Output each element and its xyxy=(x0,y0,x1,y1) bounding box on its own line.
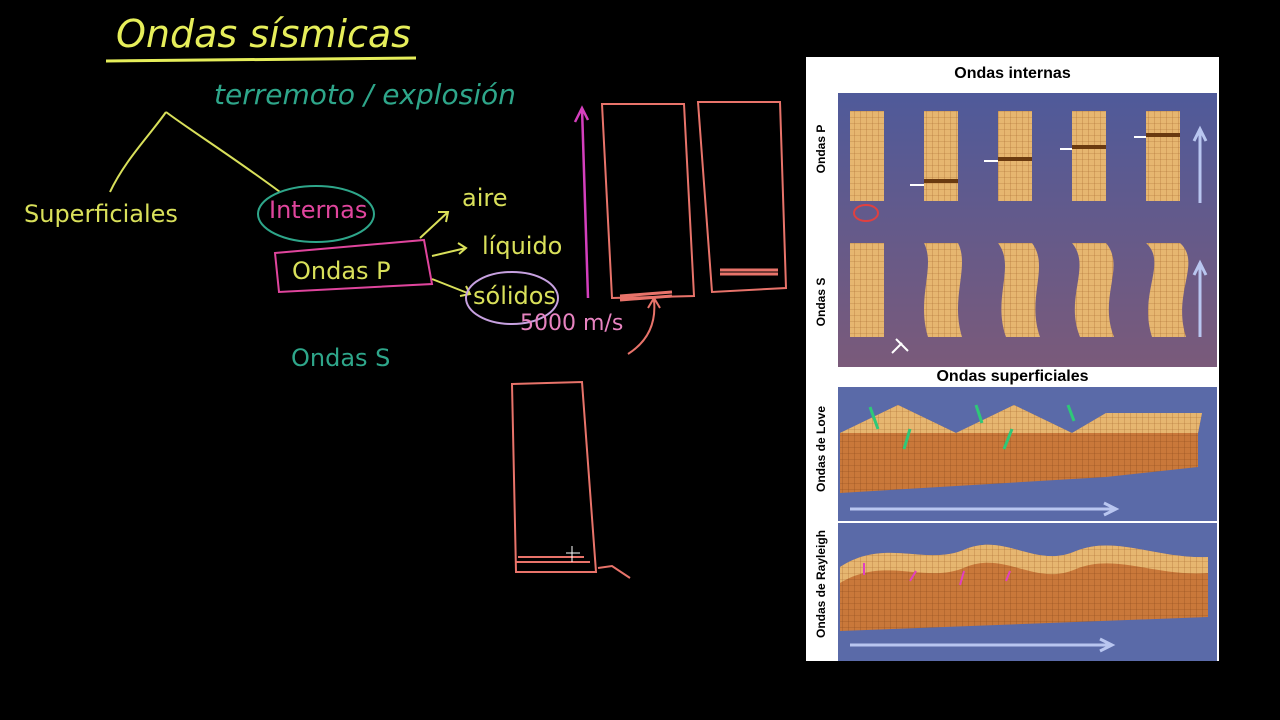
upward-arrow xyxy=(573,105,590,299)
rayleigh-wave-block xyxy=(840,544,1208,653)
speed-label: 5000 m/s xyxy=(520,311,624,336)
ondas-p-box xyxy=(273,238,434,294)
figure-label-ondas-p: Ondas P xyxy=(814,124,828,174)
figure-label-ondas-s: Ondas S xyxy=(814,277,828,327)
branch-right xyxy=(165,111,281,193)
pointer-arrow xyxy=(627,296,661,355)
figure-illustration xyxy=(838,93,1217,661)
figure-label-love: Ondas de Love xyxy=(814,405,828,493)
container-1 xyxy=(600,103,696,300)
arrow-liquido xyxy=(431,242,468,257)
superficiales-label: Superficiales xyxy=(24,200,178,228)
wave-mark-1 xyxy=(619,290,673,302)
medium-solidos-label: sólidos xyxy=(473,282,556,310)
ondas-s-label: Ondas S xyxy=(291,344,391,372)
container-2 xyxy=(696,101,788,294)
figure-title-superficiales: Ondas superficiales xyxy=(936,368,1089,385)
ondas-p-label: Ondas P xyxy=(292,257,391,285)
cause-label: terremoto / explosión xyxy=(214,78,516,111)
wave-mark-3 xyxy=(516,556,590,563)
title-underline xyxy=(105,56,417,63)
figure-label-rayleigh: Ondas de Rayleigh xyxy=(814,529,828,639)
s-wave-columns xyxy=(850,243,1208,354)
page-title: Ondas sísmicas xyxy=(116,12,411,56)
internas-label: Internas xyxy=(269,196,368,224)
medium-aire-label: aire xyxy=(462,184,508,212)
wave-mark-2 xyxy=(720,268,778,276)
arrow-solidos xyxy=(431,278,472,297)
arrow-aire xyxy=(419,211,450,239)
p-wave-columns xyxy=(850,111,1208,222)
solidos-circle xyxy=(465,271,559,325)
medium-liquido-label: líquido xyxy=(482,232,563,260)
branch-left xyxy=(109,111,167,193)
seismic-waves-figure: Ondas internas Ondas superficiales Ondas… xyxy=(806,57,1219,661)
cursor-cross xyxy=(566,546,580,562)
internas-circle xyxy=(257,185,375,243)
container-3 xyxy=(510,380,598,573)
figure-title-internas: Ondas internas xyxy=(954,65,1071,82)
bottom-tick xyxy=(597,564,631,579)
love-wave-block xyxy=(840,404,1202,517)
